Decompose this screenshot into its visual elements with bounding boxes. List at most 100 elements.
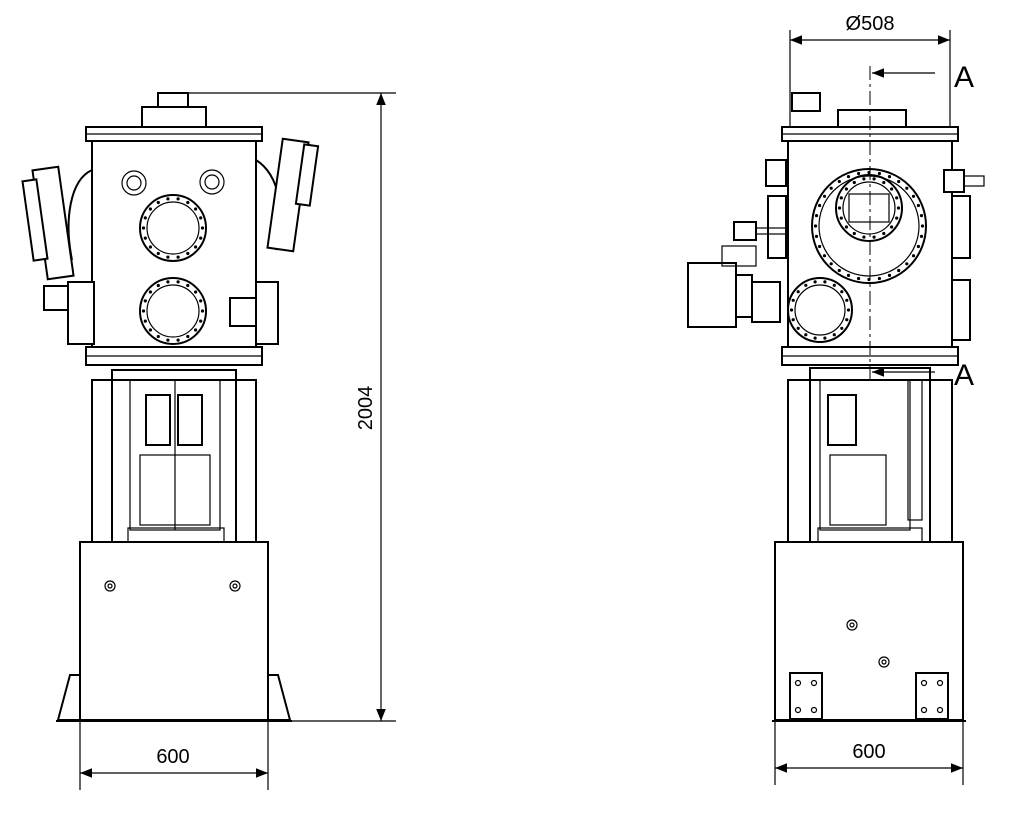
bolt-hole bbox=[156, 251, 160, 256]
bolt-hole bbox=[872, 177, 876, 181]
bolt-hole bbox=[814, 214, 819, 218]
bolt-hole bbox=[804, 283, 808, 287]
bolt-hole bbox=[148, 245, 152, 249]
bolt-hole bbox=[872, 235, 876, 239]
bolt-hole bbox=[194, 207, 198, 211]
bolt-hole bbox=[911, 254, 916, 258]
bolt-hole bbox=[895, 216, 899, 220]
bolt-hole bbox=[199, 216, 203, 220]
bolt-hole bbox=[822, 254, 827, 258]
bolt-hole bbox=[844, 225, 849, 229]
bolt-hole bbox=[887, 175, 892, 179]
bolt-hole bbox=[845, 298, 849, 302]
bolt-hole bbox=[148, 328, 152, 332]
bolt-hole bbox=[919, 234, 924, 238]
bolt-hole bbox=[911, 194, 916, 198]
bolt-hole bbox=[852, 231, 856, 236]
bolt-hole bbox=[186, 251, 190, 256]
bolt-hole bbox=[832, 333, 836, 337]
bolt-hole bbox=[156, 200, 160, 205]
left-view bbox=[21, 92, 320, 722]
bolt-hole bbox=[143, 299, 147, 303]
bolt-hole bbox=[877, 276, 882, 281]
section-mark-top: A bbox=[872, 61, 974, 94]
right-width-label: 600 bbox=[852, 741, 885, 763]
bolt-hole bbox=[897, 179, 901, 184]
bolt-hole bbox=[796, 326, 800, 330]
bolt-hole bbox=[857, 276, 861, 281]
bolt-hole bbox=[916, 203, 921, 208]
right-diameter-dimension: Ø508 bbox=[789, 13, 951, 127]
bolt-hole bbox=[194, 245, 198, 249]
bolt-hole bbox=[176, 197, 180, 201]
bolt-hole bbox=[796, 290, 800, 294]
right-diameter-label: Ø508 bbox=[846, 13, 895, 35]
right-view bbox=[687, 66, 985, 722]
bolt-hole bbox=[818, 203, 822, 208]
bolt-hole bbox=[789, 308, 794, 312]
bolt-hole bbox=[840, 326, 844, 330]
bolt-hole bbox=[867, 170, 871, 175]
bolt-hole bbox=[832, 283, 836, 287]
bolt-hole bbox=[916, 244, 921, 249]
bolt-hole bbox=[200, 226, 205, 230]
section-mark-top-label: A bbox=[954, 61, 974, 94]
bolt-hole bbox=[846, 273, 851, 277]
bolt-hole bbox=[186, 283, 190, 288]
bolt-hole bbox=[166, 197, 170, 201]
bolt-hole bbox=[862, 177, 866, 181]
bolt-hole bbox=[199, 299, 203, 303]
bolt-hole bbox=[823, 280, 827, 284]
bolt-hole bbox=[846, 175, 851, 179]
bolt-hole bbox=[867, 277, 871, 282]
bolt-hole bbox=[882, 231, 886, 236]
bolt-hole bbox=[166, 280, 170, 284]
bolt-hole bbox=[844, 187, 849, 191]
bolt-hole bbox=[852, 180, 856, 185]
bolt-hole bbox=[143, 319, 147, 323]
bolt-hole bbox=[905, 262, 909, 266]
bolt-hole bbox=[148, 290, 152, 294]
bolt-hole bbox=[822, 194, 827, 198]
bolt-hole bbox=[199, 319, 203, 323]
bolt-hole bbox=[840, 290, 844, 294]
bolt-hole bbox=[143, 216, 147, 220]
bolt-hole bbox=[896, 206, 901, 210]
bolt-hole bbox=[141, 226, 146, 230]
bolt-hole bbox=[176, 280, 180, 284]
bolt-hole bbox=[814, 234, 819, 238]
bolt-hole bbox=[813, 280, 817, 284]
left-height-dimension: 2004 bbox=[188, 92, 396, 722]
bolt-hole bbox=[846, 308, 851, 312]
bolt-hole bbox=[920, 224, 925, 228]
bolt-hole bbox=[143, 236, 147, 240]
bolt-hole bbox=[839, 196, 843, 200]
bolt-hole bbox=[919, 214, 924, 218]
bolt-hole bbox=[845, 318, 849, 322]
right-lower-flange-bolts bbox=[789, 280, 851, 340]
bolt-hole bbox=[176, 255, 180, 259]
bolt-hole bbox=[186, 200, 190, 205]
bolt-hole bbox=[156, 334, 160, 339]
bolt-hole bbox=[791, 298, 795, 302]
bolt-hole bbox=[837, 268, 841, 273]
bolt-hole bbox=[897, 268, 901, 273]
bolt-hole bbox=[890, 187, 894, 191]
bolt-hole bbox=[818, 244, 822, 249]
right-inner-flange-bolts bbox=[837, 177, 901, 239]
bolt-hole bbox=[186, 334, 190, 339]
left-width-label: 600 bbox=[156, 746, 189, 768]
section-mark-bottom-label: A bbox=[954, 359, 974, 392]
bolt-hole bbox=[877, 171, 882, 176]
bolt-hole bbox=[813, 224, 818, 228]
section-mark-bottom: A bbox=[872, 359, 974, 392]
bolt-hole bbox=[791, 318, 795, 322]
bolt-hole bbox=[823, 336, 827, 340]
bolt-hole bbox=[837, 206, 842, 210]
bolt-hole bbox=[156, 283, 160, 288]
bolt-hole bbox=[895, 196, 899, 200]
left-upper-flange-bolts bbox=[141, 197, 205, 259]
bolt-hole bbox=[905, 186, 909, 190]
bolt-hole bbox=[837, 179, 841, 184]
bolt-hole bbox=[829, 262, 833, 266]
